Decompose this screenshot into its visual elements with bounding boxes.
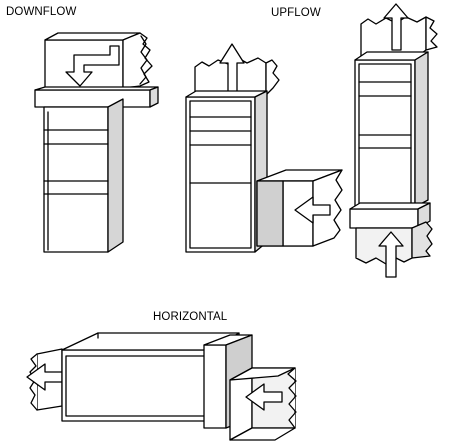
horizontal-right-duct — [229, 367, 297, 441]
airflow-arrow-icon — [245, 383, 283, 411]
downflow-unit — [34, 32, 159, 253]
downflow-cabinet — [43, 98, 124, 253]
airflow-arrow-icon — [294, 196, 331, 224]
upflow-bottom-return-unit — [349, 3, 438, 278]
airflow-arrow-icon — [65, 45, 120, 87]
upflow-cabinet — [185, 90, 268, 253]
horizontal-unit — [26, 332, 297, 441]
upflow-bottom-return-slab — [349, 202, 431, 229]
horizontal-label: HORIZONTAL — [153, 311, 228, 323]
downflow-label: DOWNFLOW — [6, 6, 77, 18]
upflow-label: UPFLOW — [271, 7, 321, 19]
downflow-plenum-slab — [34, 86, 159, 108]
upflow-bottom-cabinet — [354, 51, 429, 208]
airflow-arrow-icon — [383, 3, 409, 51]
airflow-arrow-icon — [26, 363, 63, 391]
upflow-side-return-unit — [185, 43, 343, 253]
upflow-top-duct — [194, 57, 280, 96]
airflow-arrow-icon — [378, 231, 404, 278]
airflow-arrow-icon — [219, 43, 245, 94]
